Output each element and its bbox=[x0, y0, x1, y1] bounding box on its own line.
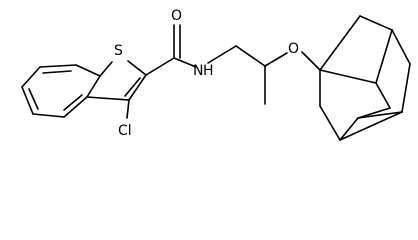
bond-adam-9 bbox=[319, 69, 377, 84]
bond-adam-12 bbox=[357, 107, 391, 119]
bond-adam-6 bbox=[339, 117, 359, 141]
bond-carbonyl-n bbox=[173, 57, 197, 68]
bond-benzene-3 bbox=[39, 64, 77, 68]
amide-group bbox=[145, 24, 197, 76]
bond-benzene-1 bbox=[86, 75, 101, 98]
atom-label-oxygen-ether: O bbox=[288, 41, 299, 57]
atom-label-nitrogen: N bbox=[193, 63, 203, 79]
bond-c2-c3 bbox=[128, 74, 147, 101]
bond-benzene-7 bbox=[63, 96, 88, 118]
bond-adam-5 bbox=[357, 111, 403, 119]
bond-adam-4 bbox=[401, 63, 411, 113]
adamantane-cage bbox=[319, 15, 411, 141]
thiophene-ring bbox=[86, 60, 147, 101]
bond-adam-10 bbox=[375, 29, 393, 84]
propyl-ether-chain bbox=[207, 45, 321, 105]
chemical-structure-figure: S O N H O Cl bbox=[21, 8, 411, 141]
bond-benzene-inner-3 bbox=[63, 94, 83, 111]
bond-c7a-s bbox=[99, 61, 113, 77]
bond-adam-3 bbox=[391, 29, 411, 65]
bond-adam-1 bbox=[319, 15, 361, 71]
atom-label-sulfur: S bbox=[114, 43, 123, 59]
bond-benzene-4 bbox=[21, 66, 41, 88]
molecule-drawing: S O N H O Cl bbox=[21, 8, 411, 141]
bond-ch2-ch bbox=[235, 45, 266, 67]
bond-c2-c3-double bbox=[124, 77, 141, 97]
bond-benzene-inner-1 bbox=[42, 70, 72, 74]
bond-benzene-2 bbox=[75, 64, 101, 77]
bond-c2-carbonyl bbox=[145, 57, 175, 76]
bond-ch-o bbox=[264, 52, 288, 67]
bond-c3-cl bbox=[126, 99, 130, 119]
bond-adam-2 bbox=[359, 15, 393, 31]
bond-adam-7 bbox=[319, 105, 341, 141]
benzene-ring bbox=[21, 64, 101, 118]
bond-benzene-6 bbox=[32, 113, 65, 118]
bond-s-c2 bbox=[127, 60, 147, 76]
bond-adam-13 bbox=[339, 111, 403, 141]
bond-adam-11 bbox=[375, 82, 391, 109]
bond-o-adamantyl bbox=[301, 51, 321, 71]
bond-benzene-5 bbox=[21, 86, 34, 115]
bond-c3-c3a bbox=[86, 96, 130, 101]
bond-n-ch2 bbox=[207, 45, 237, 64]
bond-benzene-inner-2 bbox=[28, 88, 39, 110]
atom-label-hydrogen: H bbox=[203, 63, 214, 79]
atom-label-chlorine: Cl bbox=[118, 123, 132, 139]
atom-label-oxygen-carbonyl: O bbox=[171, 8, 182, 24]
